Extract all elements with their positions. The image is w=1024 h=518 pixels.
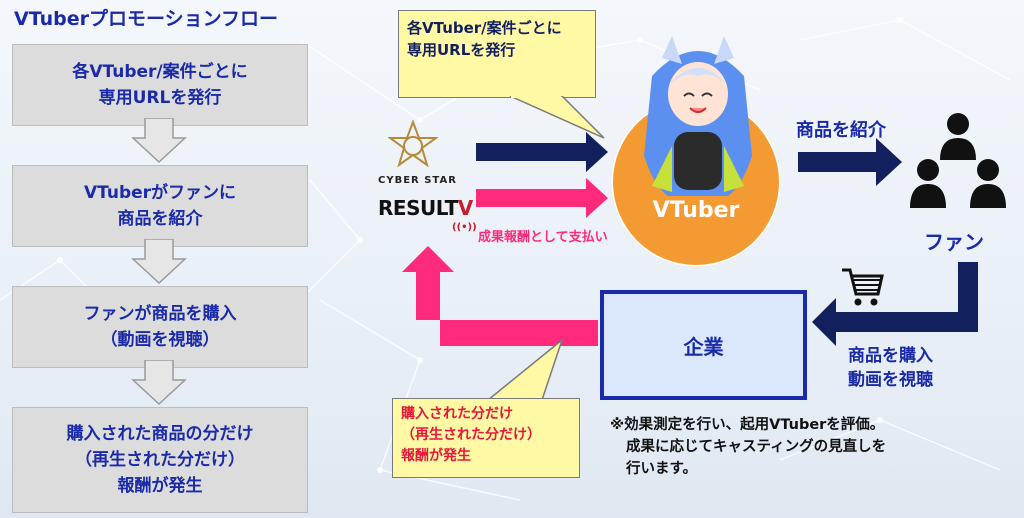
page-title: VTuberプロモーションフロー [14,8,279,30]
step-3-line-1: ファンが商品を購入 [83,304,237,324]
step-4-line-2: （再生された分だけ） [75,450,245,470]
callout-bottom-line-1: 購入された分だけ [401,406,513,422]
note: ※効果測定を行い、起用VTuberを評価。 成果に応じてキャスティングの見直しを… [610,414,886,480]
step-4-box: 購入された商品の分だけ （再生された分だけ） 報酬が発生 [12,407,308,513]
step-3-box: ファンが商品を購入 （動画を視聴） [12,286,308,368]
reward-arrow [402,246,598,346]
company-label: 企業 [683,334,724,359]
down-arrow-icon [131,118,187,164]
logo-brand-main: RESULT [378,196,458,220]
step-2-box: VTuberがファンに 商品を紹介 [12,165,308,247]
down-arrow-icon [131,239,187,285]
payment-arrow [476,178,608,218]
introduce-arrow [798,138,902,186]
purchase-arrow [812,262,978,346]
note-line-3: 行います。 [626,461,698,477]
step-1-line-2: 専用URLを発行 [98,88,222,108]
callout-top-line-1: 各VTuber/案件ごとに [407,19,562,37]
step-4-line-3: 報酬が発生 [117,476,203,496]
logo-brand: RESULTV [378,196,473,220]
cart-icon [842,268,884,306]
callout-bottom: 購入された分だけ （再生された分だけ） 報酬が発生 [392,398,580,478]
purchase-label-line-2: 動画を視聴 [848,370,933,390]
down-arrow-icon [131,360,187,406]
vtuber-label: VTuber [652,198,740,223]
step-2-line-1: VTuberがファンに [83,183,237,203]
introduce-label: 商品を紹介 [796,120,886,141]
company-box: 企業 [600,290,807,400]
step-3-line-2: （動画を視聴） [100,330,220,350]
callout-bottom-line-3: 報酬が発生 [401,448,471,464]
url-arrow [476,132,608,172]
note-line-1: ※効果測定を行い、起用VTuberを評価。 [610,417,885,433]
logo-brand-v: V [457,196,473,220]
callout-bottom-line-2: （再生された分だけ） [401,427,541,443]
vtuber-character [644,36,752,196]
step-1-line-1: 各VTuber/案件ごとに [72,62,248,82]
step-2-line-2: 商品を紹介 [117,209,203,229]
purchase-label: 商品を購入 動画を視聴 [848,344,933,392]
purchase-label-line-1: 商品を購入 [848,346,933,366]
note-line-2: 成果に応じてキャスティングの見直しを [626,439,887,455]
fan-label: ファン [924,230,984,254]
people-icon [910,113,1006,208]
step-1-box: 各VTuber/案件ごとに 専用URLを発行 [12,44,308,126]
signal-icon: ((•)) [452,222,477,233]
payment-label: 成果報酬として支払い [478,230,608,245]
callout-bottom-pointer [485,338,564,401]
step-4-line-1: 購入された商品の分だけ [66,424,254,444]
callout-top-line-2: 専用URLを発行 [407,41,516,59]
logo-star-icon [388,120,438,168]
callout-top: 各VTuber/案件ごとに 専用URLを発行 [398,10,596,98]
callout-top-pointer [509,96,605,139]
logo-brand-top: CYBER STAR [378,175,457,186]
